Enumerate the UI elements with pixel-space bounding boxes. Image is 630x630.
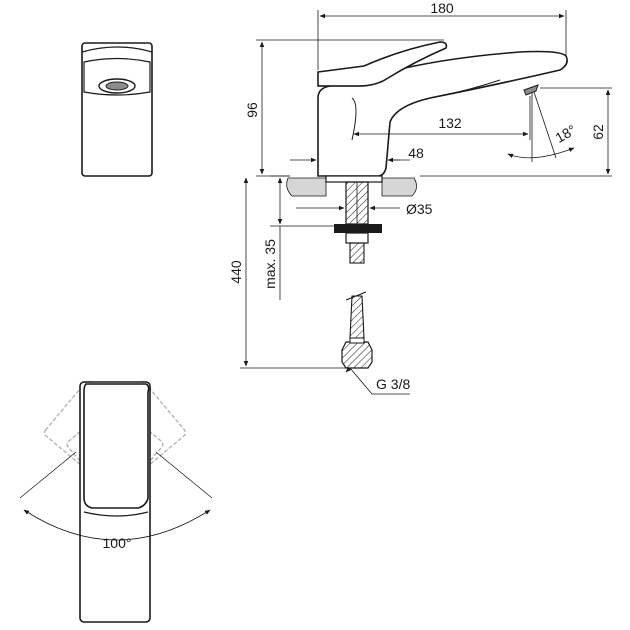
aerator-side bbox=[523, 84, 539, 96]
spout-underside bbox=[439, 79, 501, 97]
lever-top bbox=[83, 383, 150, 509]
fixing-plate bbox=[334, 224, 382, 233]
dim-440-label: 440 bbox=[228, 260, 244, 284]
base-plate bbox=[325, 175, 383, 183]
dim-132-label: 132 bbox=[438, 115, 462, 131]
faucet-front-body bbox=[81, 42, 153, 177]
lever-side bbox=[317, 41, 448, 87]
rotation-arc bbox=[23, 509, 211, 541]
dim-48-label: 48 bbox=[408, 145, 424, 161]
dim-180-label: 180 bbox=[430, 0, 454, 16]
fixing-nut bbox=[345, 232, 369, 244]
flex-hose bbox=[349, 295, 365, 339]
dim-96-label: 96 bbox=[244, 102, 260, 118]
hose-connector-top bbox=[349, 242, 365, 264]
spout-highlight bbox=[351, 97, 357, 141]
deck-slab-left bbox=[286, 177, 327, 197]
side-view bbox=[286, 41, 568, 369]
dimension-lines bbox=[240, 10, 612, 395]
dim-18-label: 18° bbox=[552, 121, 578, 145]
aerator-front-inner bbox=[105, 81, 129, 91]
aerator-front bbox=[98, 78, 136, 94]
hose-ferrule bbox=[349, 337, 365, 344]
spout-front-curve bbox=[83, 57, 151, 96]
top-view: 100° bbox=[19, 380, 213, 623]
connection-label: G 3/8 bbox=[376, 376, 410, 392]
lever-front bbox=[81, 46, 153, 53]
hose-nut bbox=[341, 341, 373, 369]
hose-break bbox=[345, 291, 367, 301]
g38-leader bbox=[349, 367, 410, 395]
dim-max35-label: max. 35 bbox=[262, 239, 278, 289]
dim-62-label: 62 bbox=[590, 124, 606, 140]
dim-18-arc bbox=[507, 147, 575, 159]
deck-slab-right bbox=[381, 177, 417, 197]
front-view bbox=[81, 42, 153, 177]
dim-35-label: Ø35 bbox=[406, 201, 433, 217]
rotation-label: 100° bbox=[103, 535, 132, 551]
